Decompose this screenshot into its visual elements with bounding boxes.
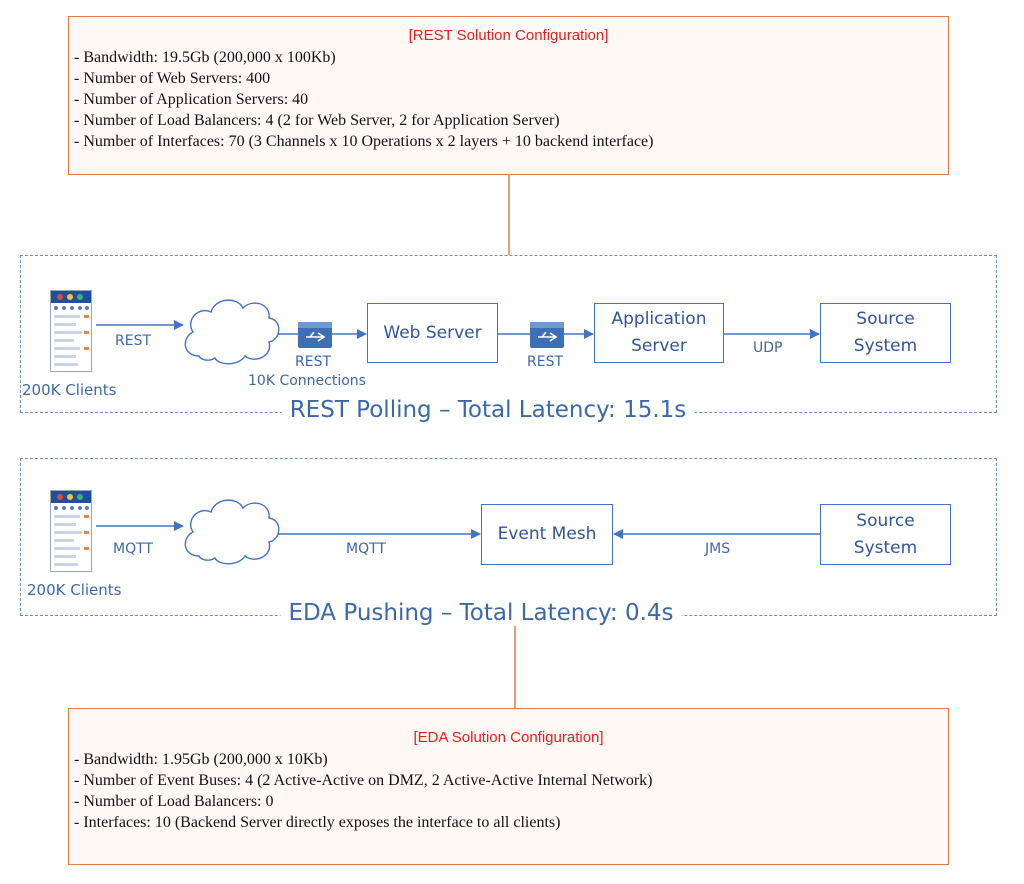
phone-app-icon [50,490,92,572]
application-server-node: Application Server [594,303,724,363]
rest-source-system-node: Source System [820,303,951,363]
event-mesh-node: Event Mesh [481,504,613,565]
source-system-label: Source [856,309,915,329]
edge-label-connections: 10K Connections [248,373,366,389]
rest-config-line: - Number of Web Servers: 400 [74,70,271,87]
load-balancer-icon [298,322,332,348]
eda-config-box: [EDA Solution Configuration] - Bandwidth… [68,708,949,865]
edge-label-cloud-lb: REST [295,354,332,370]
eda-config-title: [EDA Solution Configuration] [413,729,604,746]
rest-config-line: - Number of Application Servers: 40 [74,91,309,108]
source-system-label: System [853,537,918,558]
application-server-label: Server [631,336,687,356]
rest-scenario-title: REST Polling – Total Latency: 15.1s [281,397,695,423]
edge-label-source-mesh: JMS [705,541,731,557]
eda-source-system-node: Source System [820,504,951,565]
rest-config-line: - Number of Load Balancers: 4 (2 for Web… [74,112,560,129]
edge-label-cloud-mesh: MQTT [346,541,386,557]
application-server-label: Application [611,309,707,329]
edge-label-client-cloud-mqtt: MQTT [113,541,153,557]
eda-config-line: - Number of Event Buses: 4 (2 Active-Act… [74,772,653,789]
rest-config-line: - Number of Interfaces: 70 (3 Channels x… [74,133,654,150]
rest-config-box: [REST Solution Configuration] - Bandwidt… [68,16,949,175]
load-balancer-icon [530,322,564,348]
cloud-icon [184,299,280,365]
eda-scenario-title: EDA Pushing – Total Latency: 0.4s [280,600,682,626]
eda-config-line: - Bandwidth: 1.95Gb (200,000 x 10Kb) [74,751,328,768]
web-server-node: Web Server [367,303,498,363]
cloud-icon [184,499,280,565]
web-server-label: Web Server [383,322,482,343]
rest-clients-label: 200K Clients [22,381,117,399]
edge-label-client-cloud: REST [115,333,152,349]
eda-clients-label: 200K Clients [27,581,122,599]
eda-config-line: - Interfaces: 10 (Backend Server directl… [74,814,561,831]
event-mesh-label: Event Mesh [497,524,597,544]
source-system-label: System [853,336,918,356]
rest-config-line: - Bandwidth: 19.5Gb (200,000 x 100Kb) [74,49,336,66]
source-system-label: Source [856,510,915,531]
edge-label-app-source: UDP [753,340,783,356]
eda-config-line: - Number of Load Balancers: 0 [74,793,274,810]
edge-label-web-app: REST [527,354,564,370]
rest-config-title: [REST Solution Configuration] [408,27,609,44]
phone-app-icon [50,290,92,372]
